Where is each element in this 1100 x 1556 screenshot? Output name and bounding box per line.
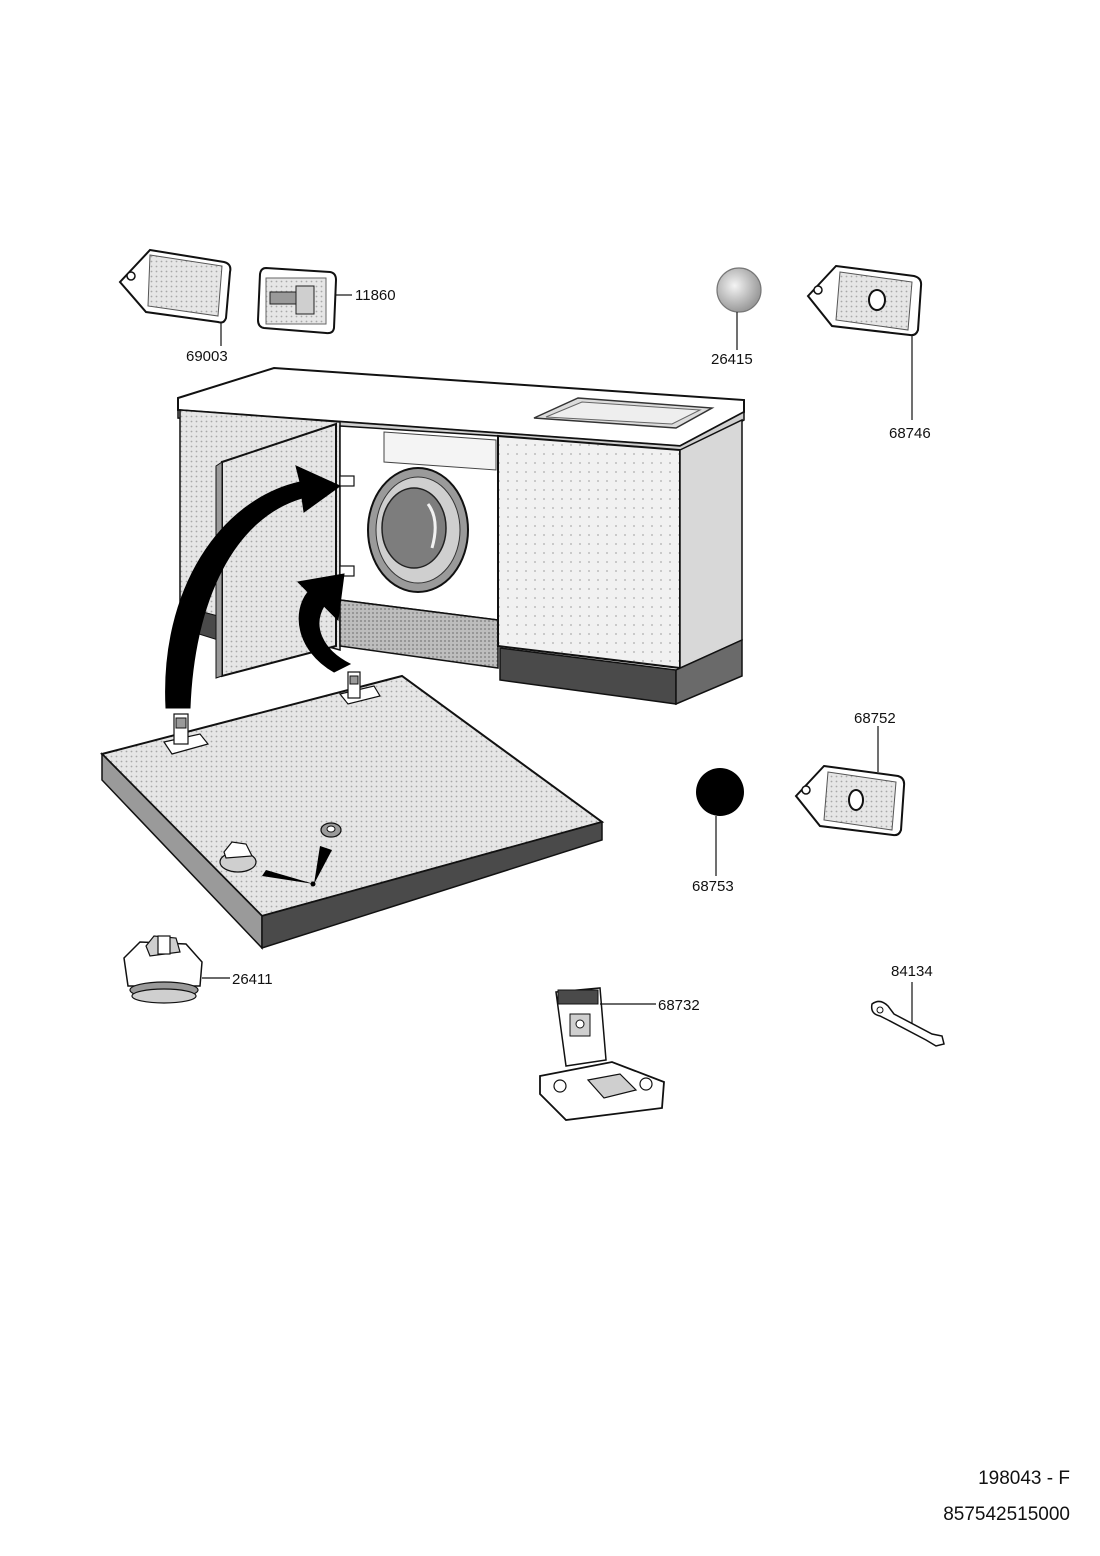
panel-hinge-right [338,671,381,705]
label-68746: 68746 [889,425,931,442]
part-68753-cap [696,768,744,876]
label-11860: 11860 [355,287,396,304]
part-11860-hinge-pack [256,266,352,335]
label-84134: 84134 [891,963,933,980]
part-68746-tag [806,264,923,420]
panel-washer [320,822,342,838]
part-68752-tag [794,726,906,837]
panel-hinge-left [163,713,210,755]
document-code: 198043 - F [978,1468,1070,1489]
door-panel [100,671,605,950]
label-26415: 26415 [711,351,753,368]
part-68732-hinge [539,987,665,1121]
panel-plug [219,841,257,873]
label-69003: 69003 [186,348,228,365]
label-68752: 68752 [854,710,896,727]
part-26415-disc [716,267,762,350]
label-68753: 68753 [692,878,734,895]
part-26411-plug [123,935,230,1004]
mounting-arrows [165,465,352,709]
cabinet-assembly [177,366,745,706]
document-part-number: 857542515000 [943,1504,1070,1525]
label-26411: 26411 [232,971,273,988]
label-68732: 68732 [658,997,700,1014]
part-69003-tag [118,248,232,346]
part-84134-wrench [870,982,945,1047]
